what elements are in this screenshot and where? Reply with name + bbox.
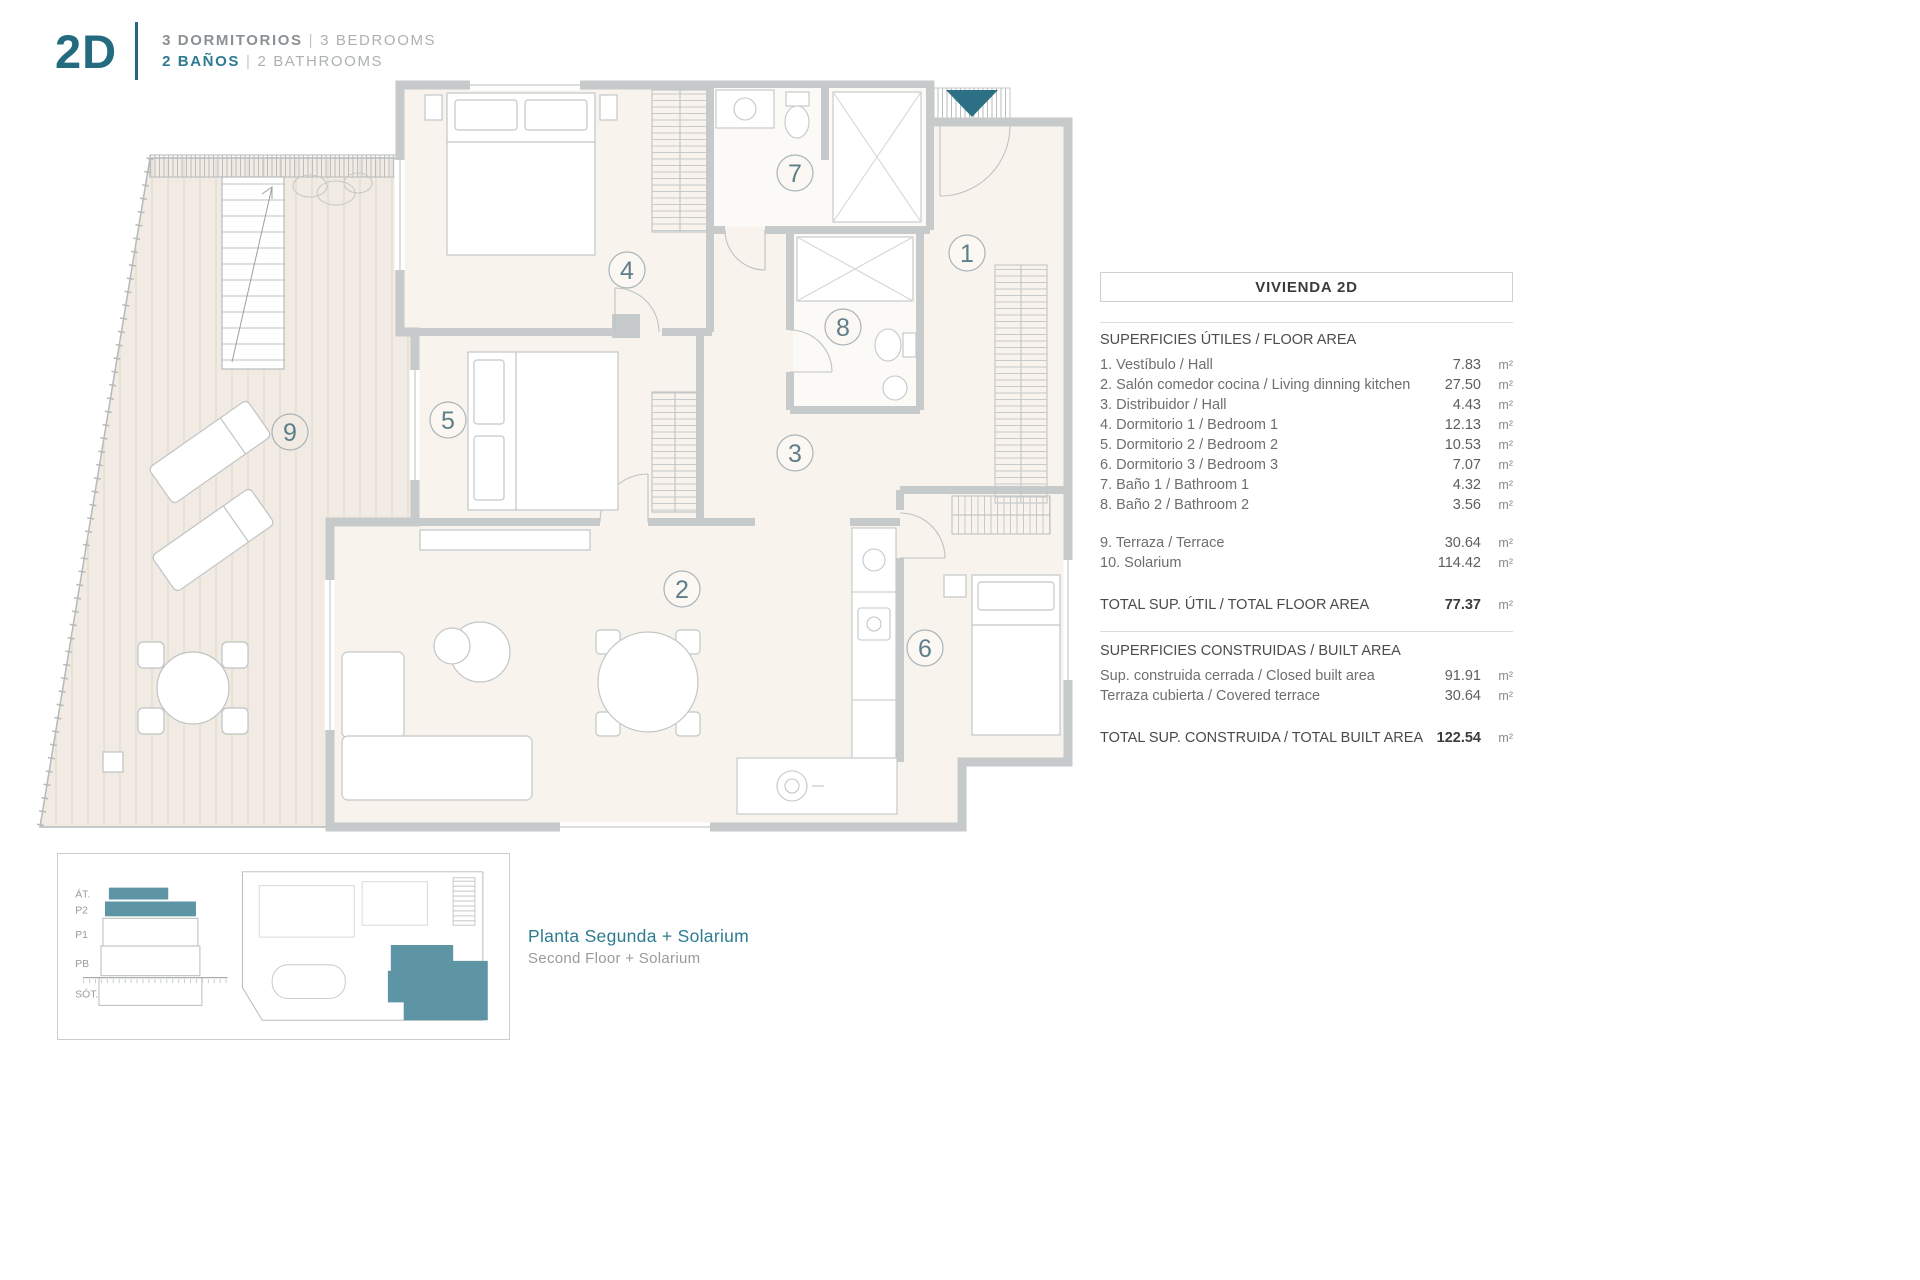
sofa bbox=[341, 735, 533, 801]
key-plan-drawing: ÁT. P2 P1 PB SÓT. bbox=[75, 871, 488, 1021]
sun-lounger bbox=[152, 488, 274, 592]
room-label: 1 bbox=[960, 240, 974, 268]
built-area-total-row: TOTAL SUP. CONSTRUIDA / TOTAL BUILT AREA… bbox=[1100, 730, 1513, 746]
tv-sideboard bbox=[419, 529, 591, 551]
bedroom4-furniture bbox=[424, 89, 709, 256]
room-marker: 1 bbox=[948, 234, 986, 272]
bathrooms-es: 2 BAÑOS bbox=[162, 53, 240, 70]
room-marker: 6 bbox=[906, 629, 944, 667]
header-divider bbox=[135, 22, 139, 80]
kitchen bbox=[736, 527, 898, 815]
level-label: SÓT. bbox=[75, 987, 98, 1000]
level-label: PB bbox=[75, 959, 89, 970]
room-label: 4 bbox=[620, 257, 634, 285]
room-label: 7 bbox=[788, 160, 802, 188]
room-label: 2 bbox=[675, 576, 689, 604]
interior-walls bbox=[400, 85, 1068, 762]
page-header: 2D 3 DORMITORIOS|3 BEDROOMS 2 BAÑOS|2 BA… bbox=[55, 22, 436, 80]
apartment bbox=[324, 80, 1074, 833]
room-label: 5 bbox=[441, 407, 455, 435]
header-lines: 3 DORMITORIOS | 3 BEDROOMS 2 BAÑOS | 2 BATHR… bbox=[162, 30, 436, 72]
bathroom8-fixtures bbox=[796, 236, 917, 401]
washbasin bbox=[882, 375, 908, 401]
terrace bbox=[36, 154, 416, 828]
room-markers: 1 2 3 4 5 6 7 8 9 bbox=[271, 154, 986, 667]
toilet bbox=[902, 332, 917, 358]
area-table-body: SUPERFICIES ÚTILES / FLOOR AREA 1. Vestí… bbox=[1100, 322, 1513, 748]
building-section bbox=[83, 887, 228, 1006]
room-marker: 4 bbox=[608, 251, 646, 289]
living-furniture bbox=[341, 529, 701, 801]
table-row: Sup. construida cerrada / Closed built a… bbox=[1100, 668, 1513, 684]
level-label: ÁT. bbox=[75, 888, 90, 901]
table-divider bbox=[1100, 631, 1513, 632]
sofa bbox=[341, 651, 405, 739]
toilet bbox=[785, 91, 810, 107]
room-marker: 8 bbox=[824, 308, 862, 346]
bathrooms-en: 2 BATHROOMS bbox=[257, 53, 384, 70]
floor-plan: 1 2 3 4 5 6 7 8 9 bbox=[36, 80, 1074, 833]
bedrooms-line: 3 DORMITORIOS | 3 BEDROOMS bbox=[162, 30, 436, 51]
room-label: 6 bbox=[918, 635, 932, 663]
bathroom7-fixtures bbox=[715, 89, 922, 223]
area-table: VIVIENDA 2D SUPERFICIES ÚTILES / FLOOR A… bbox=[1100, 272, 1513, 748]
plan-caption: Planta Segunda + Solarium Second Floor +… bbox=[528, 926, 749, 967]
bedrooms-es: 3 DORMITORIOS bbox=[162, 32, 303, 49]
windows bbox=[324, 80, 1074, 833]
room-label: 3 bbox=[788, 440, 802, 468]
plan-caption-subtitle: Second Floor + Solarium bbox=[528, 950, 701, 967]
room-label: 8 bbox=[836, 314, 850, 342]
bedrooms-en: 3 BEDROOMS bbox=[320, 32, 437, 49]
kitchen-sink bbox=[862, 548, 886, 572]
bathrooms-line: 2 BAÑOS | 2 BATHROOMS bbox=[162, 51, 436, 72]
building-footprint bbox=[241, 871, 488, 1021]
column bbox=[612, 314, 640, 338]
area-table-title: VIVIENDA 2D bbox=[1100, 272, 1513, 302]
unit-code: 2D bbox=[55, 24, 118, 78]
room-marker: 9 bbox=[271, 413, 309, 451]
room-marker: 2 bbox=[663, 570, 701, 608]
terrace-table-set bbox=[137, 641, 249, 735]
level-label: P1 bbox=[75, 930, 88, 941]
unit-highlight bbox=[387, 945, 488, 1021]
keyplan-level-labels: ÁT. P2 P1 PB SÓT. bbox=[75, 888, 98, 1001]
bedroom6-furniture bbox=[943, 495, 1061, 736]
separator: | bbox=[245, 53, 252, 70]
room-label: 9 bbox=[283, 419, 297, 447]
level-label: P2 bbox=[75, 905, 88, 916]
built-area-header: SUPERFICIES CONSTRUIDAS / BUILT AREA bbox=[1100, 643, 1401, 659]
key-plan: ÁT. P2 P1 PB SÓT. bbox=[57, 853, 510, 1040]
planter bbox=[292, 172, 373, 206]
room-marker: 5 bbox=[429, 401, 467, 439]
coffee-table bbox=[433, 627, 471, 665]
table-row: 2. Salón comedor cocina / Living dinning… bbox=[1100, 377, 1513, 393]
floor-area-header: SUPERFICIES ÚTILES / FLOOR AREA bbox=[1100, 332, 1357, 348]
hall-wardrobe bbox=[994, 264, 1048, 504]
bedroom5-furniture bbox=[467, 351, 699, 513]
room-marker: 7 bbox=[776, 154, 814, 192]
plan-caption-title: Planta Segunda + Solarium bbox=[528, 926, 750, 946]
doors bbox=[599, 125, 1011, 559]
pool bbox=[271, 964, 346, 999]
room-marker: 3 bbox=[776, 434, 814, 472]
sun-lounger bbox=[149, 400, 271, 504]
planter-box bbox=[102, 751, 124, 773]
stairs bbox=[221, 176, 285, 370]
separator: | bbox=[308, 32, 315, 49]
entrance-arrow-icon bbox=[946, 90, 998, 117]
dining-table bbox=[597, 631, 699, 733]
